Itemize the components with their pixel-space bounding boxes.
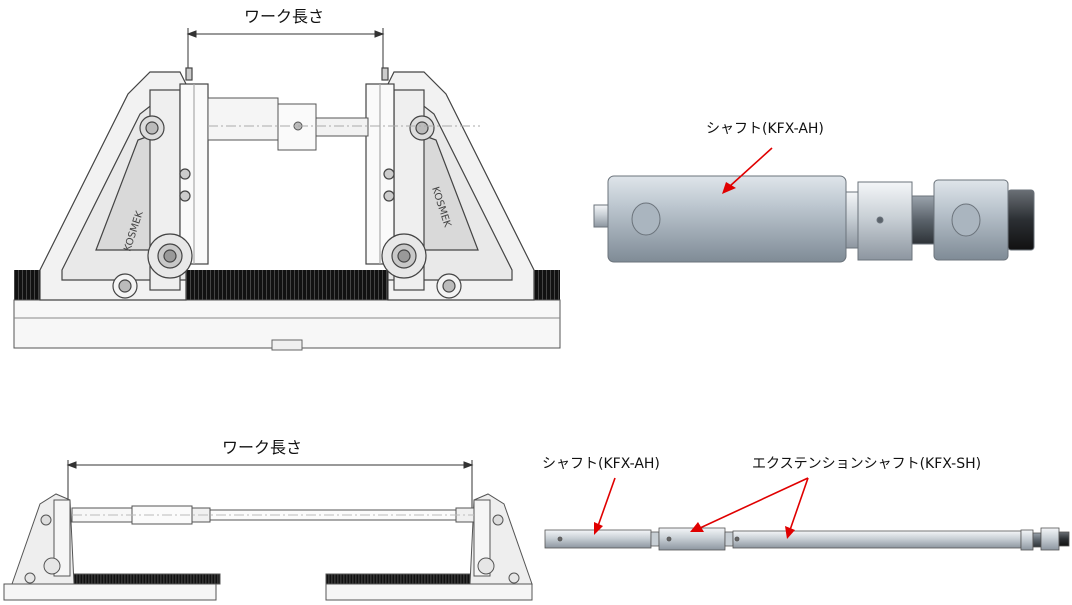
bottom-dimension-line: [66, 460, 474, 508]
bottom-extension-shaft-label: エクステンションシャフト(KFX-SH): [752, 456, 982, 472]
top-vise-base: [13, 270, 561, 351]
bottom-arrows: [597, 477, 809, 531]
top-shaft-label: シャフト(KFX-AH): [706, 121, 824, 137]
bottom-vise: [3, 493, 533, 601]
top-right-jaw: [365, 67, 535, 301]
top-vise-shaft: [207, 97, 480, 151]
bottom-work-length-label: ワーク長さ: [222, 438, 303, 457]
top-shaft-kfx-ah: [593, 175, 1035, 263]
bottom-shaft-assembly: [544, 527, 1070, 551]
bottom-shaft-label: シャフト(KFX-AH): [542, 456, 660, 472]
bottom-arrowheads: [594, 522, 795, 539]
top-shaft-arrow: [722, 147, 773, 194]
top-left-jaw: [39, 67, 209, 301]
top-dimension-line: [186, 28, 385, 74]
top-work-length-label: ワーク長さ: [244, 7, 325, 26]
